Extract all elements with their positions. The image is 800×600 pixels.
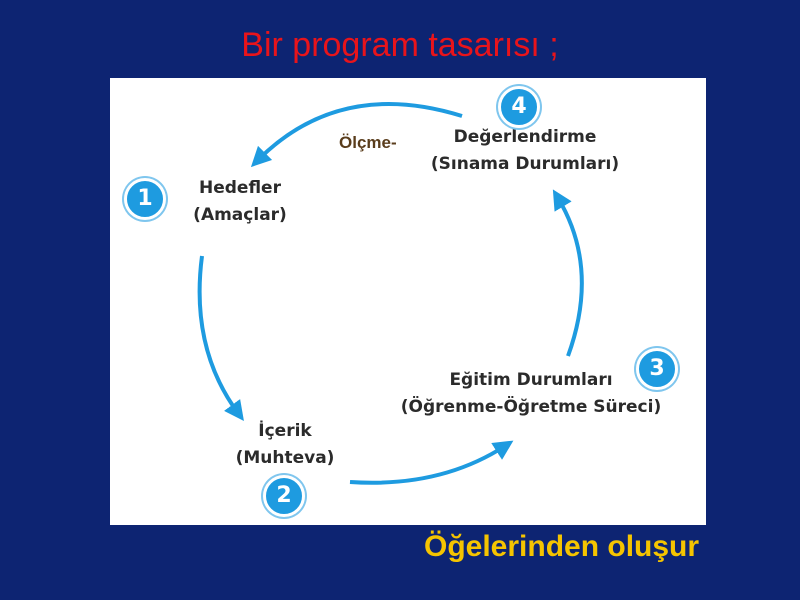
arrow-3-to-4: [552, 189, 584, 357]
badge-4: 4: [498, 86, 540, 128]
badge-2: 2: [263, 475, 305, 517]
slide-title: Bir program tasarısı ;: [241, 26, 559, 64]
cycle-arrows: [197, 101, 584, 485]
node-4-subtitle: (Sınama Durumları): [430, 154, 620, 174]
node-egitim-durumlari: Eğitim Durumları (Öğrenme-Öğretme Süreci…: [372, 367, 690, 421]
node-2-title: İçerik: [258, 421, 312, 441]
arrow-2-to-3: [349, 440, 514, 485]
arrow-4-to-1: [250, 101, 463, 168]
badge-1: 1: [124, 178, 166, 220]
node-degerlendirme: Değerlendirme (Sınama Durumları): [400, 124, 650, 178]
arrow-1-to-2: [197, 255, 244, 422]
slide-footer: Öğelerinden oluşur: [424, 530, 700, 563]
cycle-diagram: Ölçme- Değerlendirme (Sınama Durumları) …: [110, 78, 706, 525]
node-3-subtitle: (Öğrenme-Öğretme Süreci): [400, 397, 662, 417]
olcme-label: Ölçme-: [339, 133, 397, 152]
node-hedefler: Hedefler (Amaçlar): [165, 175, 315, 229]
node-4-title: Değerlendirme: [453, 127, 597, 147]
node-3-title: Eğitim Durumları: [449, 370, 613, 390]
node-icerik: İçerik (Muhteva): [210, 418, 360, 472]
badge-3: 3: [636, 348, 678, 390]
node-2-subtitle: (Muhteva): [235, 448, 335, 468]
node-1-title: Hedefler: [199, 178, 281, 198]
node-1-subtitle: (Amaçlar): [193, 205, 287, 225]
